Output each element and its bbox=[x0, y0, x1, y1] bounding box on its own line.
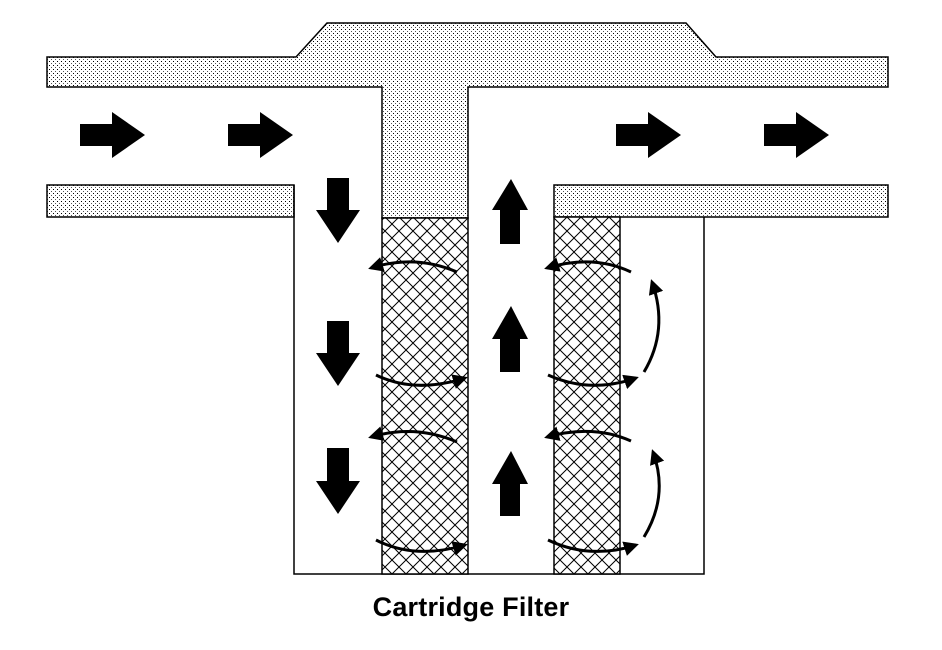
curved-arrow-icon bbox=[642, 279, 664, 373]
curved-arrow-icon bbox=[547, 538, 639, 556]
lower-inlet-pipe-wall bbox=[46, 184, 295, 218]
block-arrow-icon bbox=[228, 112, 293, 158]
block-arrow-icon bbox=[316, 321, 360, 386]
lower-outlet-pipe-wall bbox=[553, 184, 889, 218]
downflow-arrows bbox=[316, 178, 360, 514]
filter-media-left bbox=[381, 217, 469, 575]
block-arrow-icon bbox=[80, 112, 145, 158]
curved-arrow-icon bbox=[375, 538, 468, 556]
diagram-caption: Cartridge Filter bbox=[372, 592, 570, 622]
curved-arrow-icon bbox=[368, 426, 458, 444]
block-arrow-icon bbox=[764, 112, 829, 158]
filter-media-right bbox=[553, 216, 621, 575]
curved-arrow-icon bbox=[368, 257, 458, 274]
filter-housing bbox=[293, 185, 705, 575]
block-arrow-icon bbox=[616, 112, 681, 158]
circulation-arrows bbox=[368, 257, 665, 556]
curved-arrow-icon bbox=[642, 449, 665, 538]
block-arrow-icon bbox=[492, 179, 528, 244]
upper-pipe-wall bbox=[46, 22, 889, 219]
inlet-flow-arrows bbox=[80, 112, 293, 158]
upflow-arrows bbox=[492, 179, 528, 516]
curved-arrow-icon bbox=[547, 373, 639, 390]
block-arrow-icon bbox=[492, 451, 528, 516]
block-arrow-icon bbox=[492, 306, 528, 372]
curved-arrow-icon bbox=[544, 426, 632, 443]
block-arrow-icon bbox=[316, 178, 360, 243]
curved-arrow-icon bbox=[544, 257, 632, 274]
block-arrow-icon bbox=[316, 448, 360, 514]
curved-arrow-icon bbox=[375, 373, 468, 389]
outlet-flow-arrows bbox=[616, 112, 829, 158]
